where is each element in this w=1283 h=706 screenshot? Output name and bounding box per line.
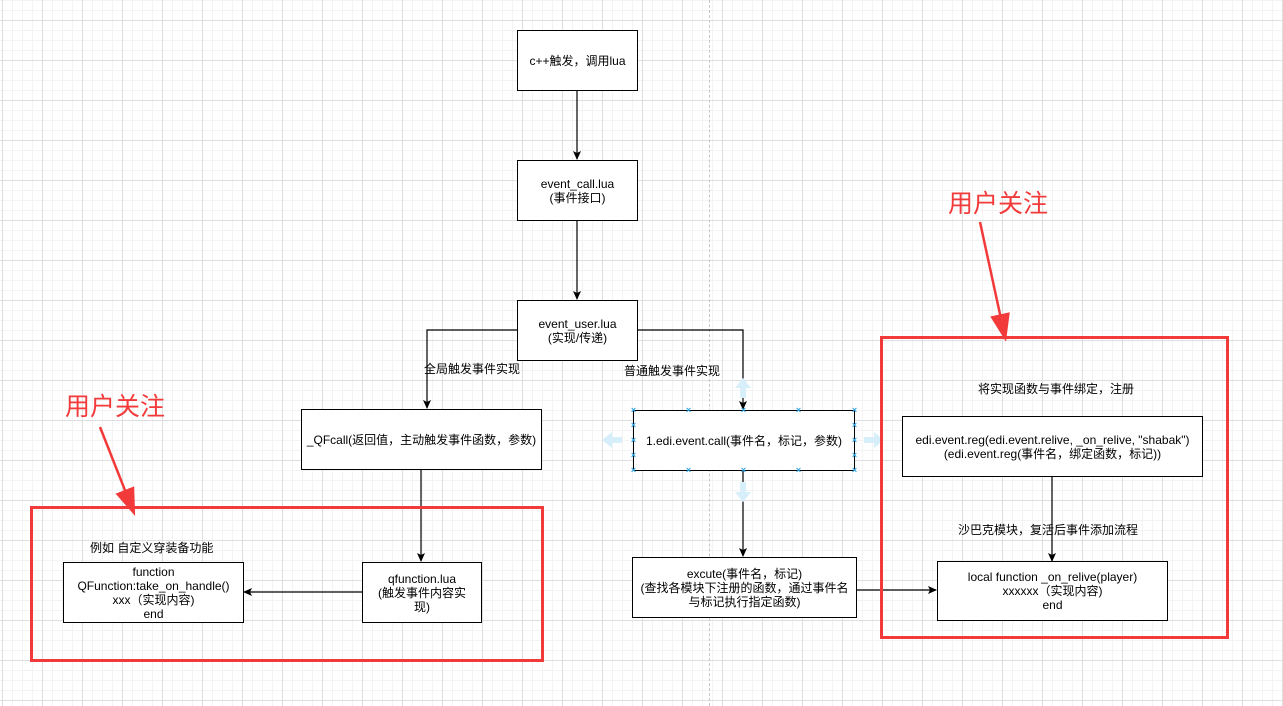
node-text: 与标记执行指定函数) bbox=[688, 594, 801, 609]
node-event-call-lua[interactable]: event_call.lua (事件接口) bbox=[517, 160, 638, 221]
node-text: excute(事件名，标记) bbox=[686, 566, 803, 581]
node-edi-event-call[interactable]: 1.edi.event.call(事件名，标记，参数) bbox=[633, 410, 855, 471]
node-qfcall[interactable]: _QFcall(返回值，主动触发事件函数，参数) bbox=[301, 409, 542, 470]
resize-handle[interactable]: × bbox=[851, 450, 858, 460]
node-text: function bbox=[132, 564, 175, 579]
node-event-user-lua[interactable]: event_user.lua (实现/传递) bbox=[517, 300, 638, 361]
resize-handle[interactable]: × bbox=[851, 420, 858, 430]
user-focus-group-right[interactable] bbox=[880, 336, 1229, 639]
page-break-line bbox=[709, 0, 710, 706]
node-text: (查找各模块下注册的函数，通过事件名 bbox=[640, 580, 849, 595]
label-shabak-module: 沙巴克模块，复活后事件添加流程 bbox=[958, 523, 1139, 537]
node-on-relive[interactable]: local function _on_relive(player) xxxxxx… bbox=[937, 561, 1168, 621]
hint-arrow-right bbox=[864, 432, 884, 448]
node-text: _QFcall(返回值，主动触发事件函数，参数) bbox=[306, 432, 537, 447]
resize-handle[interactable]: × bbox=[851, 465, 858, 475]
resize-handle[interactable]: × bbox=[630, 465, 637, 475]
label-global-trigger: 全局触发事件实现 bbox=[424, 362, 521, 376]
node-text: (edi.event.reg(事件名，绑定函数，标记)) bbox=[943, 446, 1162, 461]
resize-handle[interactable]: × bbox=[851, 435, 858, 445]
node-cpp-trigger[interactable]: c++触发，调用lua bbox=[517, 30, 638, 91]
resize-handle[interactable]: × bbox=[795, 405, 802, 415]
hint-arrow-up bbox=[735, 378, 751, 398]
node-text: c++触发，调用lua bbox=[529, 53, 626, 68]
node-text: qfunction.lua bbox=[387, 571, 457, 586]
resize-handle[interactable]: × bbox=[630, 405, 637, 415]
user-focus-label-left: 用户关注 bbox=[65, 393, 166, 421]
resize-handle[interactable]: × bbox=[685, 405, 692, 415]
label-bind-register: 将实现函数与事件绑定，注册 bbox=[978, 382, 1135, 396]
node-take-on-handle[interactable]: function QFunction:take_on_handle() xxx（… bbox=[63, 562, 244, 623]
selection-hints bbox=[602, 378, 884, 502]
node-text: end bbox=[143, 606, 164, 621]
node-text: (触发事件内容实 bbox=[378, 585, 466, 600]
resize-handle[interactable]: × bbox=[795, 465, 802, 475]
label-normal-trigger: 普通触发事件实现 bbox=[624, 364, 721, 378]
node-text: event_call.lua bbox=[540, 176, 615, 191]
hint-arrow-left bbox=[602, 432, 622, 448]
resize-handle[interactable]: × bbox=[630, 420, 637, 430]
node-text: 现) bbox=[414, 599, 430, 614]
focus-arrow-left[interactable] bbox=[98, 426, 136, 517]
resize-handle[interactable]: × bbox=[851, 405, 858, 415]
node-text: event_user.lua bbox=[538, 316, 617, 331]
resize-handle[interactable]: × bbox=[685, 465, 692, 475]
node-qfunction-lua[interactable]: qfunction.lua (触发事件内容实 现) bbox=[362, 562, 482, 623]
edge-event-user-to-qfcall[interactable] bbox=[423, 329, 517, 409]
node-excute[interactable]: excute(事件名，标记) (查找各模块下注册的函数，通过事件名 与标记执行指… bbox=[632, 557, 857, 618]
user-focus-group-left[interactable] bbox=[30, 506, 544, 662]
resize-handle[interactable]: × bbox=[630, 435, 637, 445]
resize-handle[interactable]: × bbox=[740, 465, 747, 475]
node-text: local function _on_relive(player) bbox=[967, 570, 1138, 584]
node-text: (实现/传递) bbox=[547, 330, 608, 345]
node-text: xxx（实现内容) bbox=[112, 592, 195, 607]
node-text: (事件接口) bbox=[549, 190, 606, 205]
user-focus-label-right: 用户关注 bbox=[948, 190, 1049, 218]
hint-arrow-down bbox=[735, 482, 751, 502]
node-text: QFunction:take_on_handle() bbox=[77, 578, 230, 593]
focus-arrow-right[interactable] bbox=[978, 221, 1010, 342]
node-text: 1.edi.event.call(事件名，标记，参数) bbox=[645, 433, 843, 448]
resize-handle[interactable]: × bbox=[630, 450, 637, 460]
node-text: end bbox=[1042, 598, 1063, 612]
resize-handle[interactable]: × bbox=[740, 405, 747, 415]
node-event-reg[interactable]: edi.event.reg(edi.event.relive, _on_reli… bbox=[902, 416, 1203, 477]
label-example: 例如 自定义穿装备功能 bbox=[90, 541, 214, 555]
node-text: edi.event.reg(edi.event.relive, _on_reli… bbox=[915, 432, 1190, 447]
node-text: xxxxxx（实现内容) bbox=[1002, 584, 1103, 598]
